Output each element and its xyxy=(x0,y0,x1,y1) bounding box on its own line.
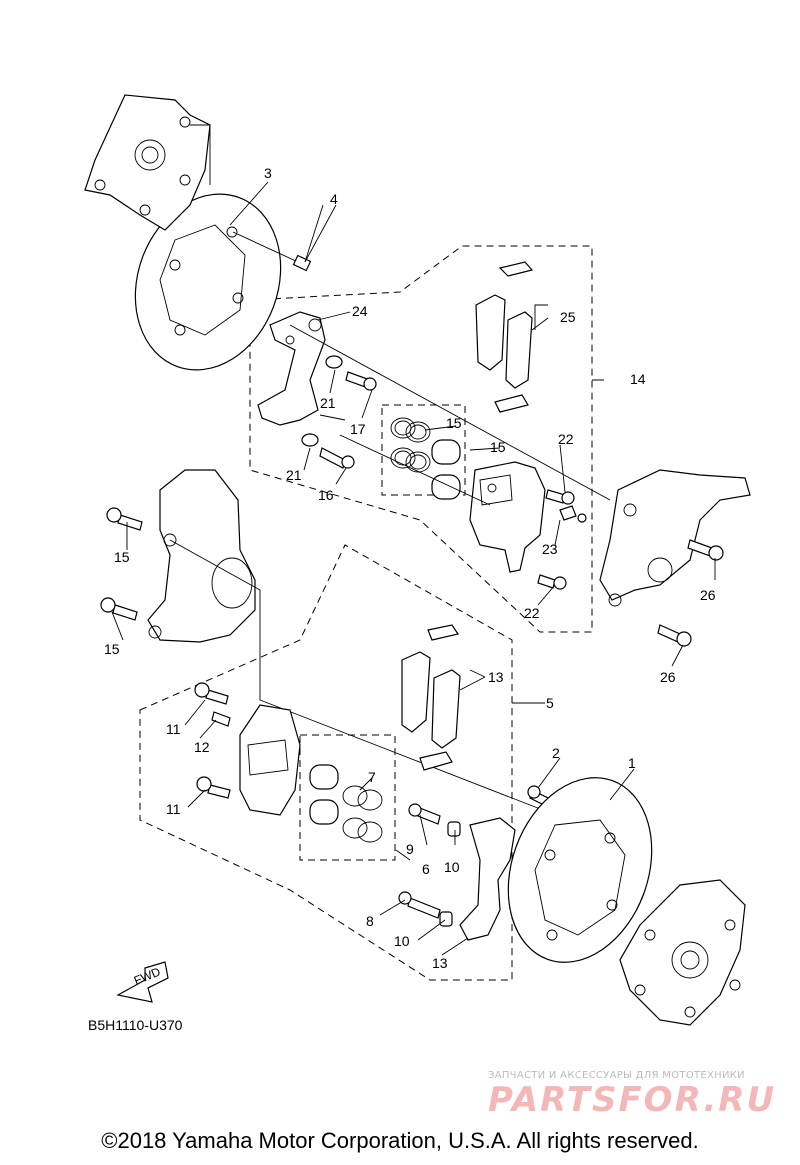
right-steering-knuckle xyxy=(599,469,751,607)
bolt-15-lower xyxy=(100,597,138,621)
lower-caliper-assembly-box xyxy=(139,544,513,981)
upper-caliper-bracket xyxy=(257,311,346,426)
bolt-11-lower xyxy=(196,776,231,799)
seal-kit-18 xyxy=(390,417,431,473)
bleeder-12 xyxy=(211,711,231,727)
callout-leaders xyxy=(111,181,716,956)
brake-disc-front-lower xyxy=(507,777,653,963)
bolt-11-upper xyxy=(194,682,229,705)
brake-pads-25 xyxy=(475,261,534,413)
pin-8 xyxy=(398,891,441,919)
pin-19 xyxy=(319,447,355,469)
callout-3: 3 xyxy=(264,165,272,181)
seal-kit-7 xyxy=(342,785,383,843)
leader-upper-axis xyxy=(169,324,621,841)
lower-caliper-bracket xyxy=(459,817,516,941)
callout-6: 6 xyxy=(422,861,430,877)
lower-caliper-body xyxy=(239,704,301,816)
callout-1: 1 xyxy=(628,755,636,771)
fwd-arrow-icon: FWD xyxy=(116,961,169,1003)
callout-9: 9 xyxy=(406,841,414,857)
lower-right-hub xyxy=(619,879,746,1026)
watermark: ЗАПЧАСТИ И АКСЕССУАРЫ ДЛЯ МОТОТЕХНИКИ PA… xyxy=(488,1070,788,1119)
callout-10-a: 10 xyxy=(444,859,460,875)
callout-10-b: 10 xyxy=(394,933,410,949)
parts-diagram: FWD 3 4 24 25 14 21 17 15 15 22 21 16 23… xyxy=(84,94,751,1033)
callout-17: 15 xyxy=(490,439,506,455)
callout-25: 25 xyxy=(560,309,576,325)
upper-seal-kit-box xyxy=(381,404,466,496)
callout-12: 12 xyxy=(194,739,210,755)
callout-15-a: 15 xyxy=(114,549,130,565)
pin-9 xyxy=(408,803,441,825)
callout-8: 8 xyxy=(366,913,374,929)
callout-11-b: 11 xyxy=(166,801,181,817)
callout-13: 13 xyxy=(432,955,448,971)
callout-15-b: 15 xyxy=(104,641,120,657)
brake-disc-rear-upper xyxy=(134,193,282,371)
bolt-26-upper xyxy=(687,539,724,561)
diagram-code: B5H1110-U370 xyxy=(88,1017,183,1033)
boot-10 xyxy=(439,821,461,927)
callout-11-a: 11 xyxy=(166,721,181,737)
callout-24: 24 xyxy=(352,303,368,319)
upper-caliper-assembly-box xyxy=(249,245,593,633)
bolt-4 xyxy=(232,204,324,272)
callout-26-b: 26 xyxy=(660,669,676,685)
copyright-notice: ©2018 Yamaha Motor Corporation, U.S.A. A… xyxy=(101,1128,699,1153)
callout-26-a: 26 xyxy=(700,587,716,603)
callout-5: 5 xyxy=(546,695,554,711)
piston-17 xyxy=(431,439,461,500)
watermark-tagline: ЗАПЧАСТИ И АКСЕССУАРЫ ДЛЯ МОТОТЕХНИКИ xyxy=(488,1070,745,1081)
callout-22-b: 22 xyxy=(524,605,540,621)
bolt-22-lower xyxy=(537,574,567,590)
bolt-22-upper xyxy=(545,489,575,505)
callout-19: 16 xyxy=(318,487,334,503)
callout-7: 7 xyxy=(368,769,376,785)
brake-pads-14 xyxy=(401,624,461,771)
bolt-26-lower xyxy=(657,624,692,647)
upper-caliper-body xyxy=(469,461,546,573)
callout-20: 17 xyxy=(350,421,366,437)
callout-16: 14 xyxy=(630,371,646,387)
callout-2: 2 xyxy=(552,745,560,761)
callout-22-a: 22 xyxy=(558,431,574,447)
callout-21-b: 21 xyxy=(286,467,302,483)
lower-seal-kit-box xyxy=(299,734,396,861)
piston-7 xyxy=(309,764,339,825)
bleeder-23 xyxy=(559,505,587,523)
callout-21-a: 21 xyxy=(320,395,336,411)
callout-14: 13 xyxy=(488,669,504,685)
left-steering-knuckle xyxy=(147,469,256,643)
upper-left-hub xyxy=(84,94,211,231)
callout-23: 23 xyxy=(542,541,558,557)
callout-18: 15 xyxy=(446,415,462,431)
callout-4: 4 xyxy=(330,191,338,207)
bolt-15-upper xyxy=(106,507,143,531)
bushing-21-upper xyxy=(301,355,343,447)
pin-20 xyxy=(345,371,377,391)
watermark-logo: PARTSFOR.RU xyxy=(488,1080,777,1120)
